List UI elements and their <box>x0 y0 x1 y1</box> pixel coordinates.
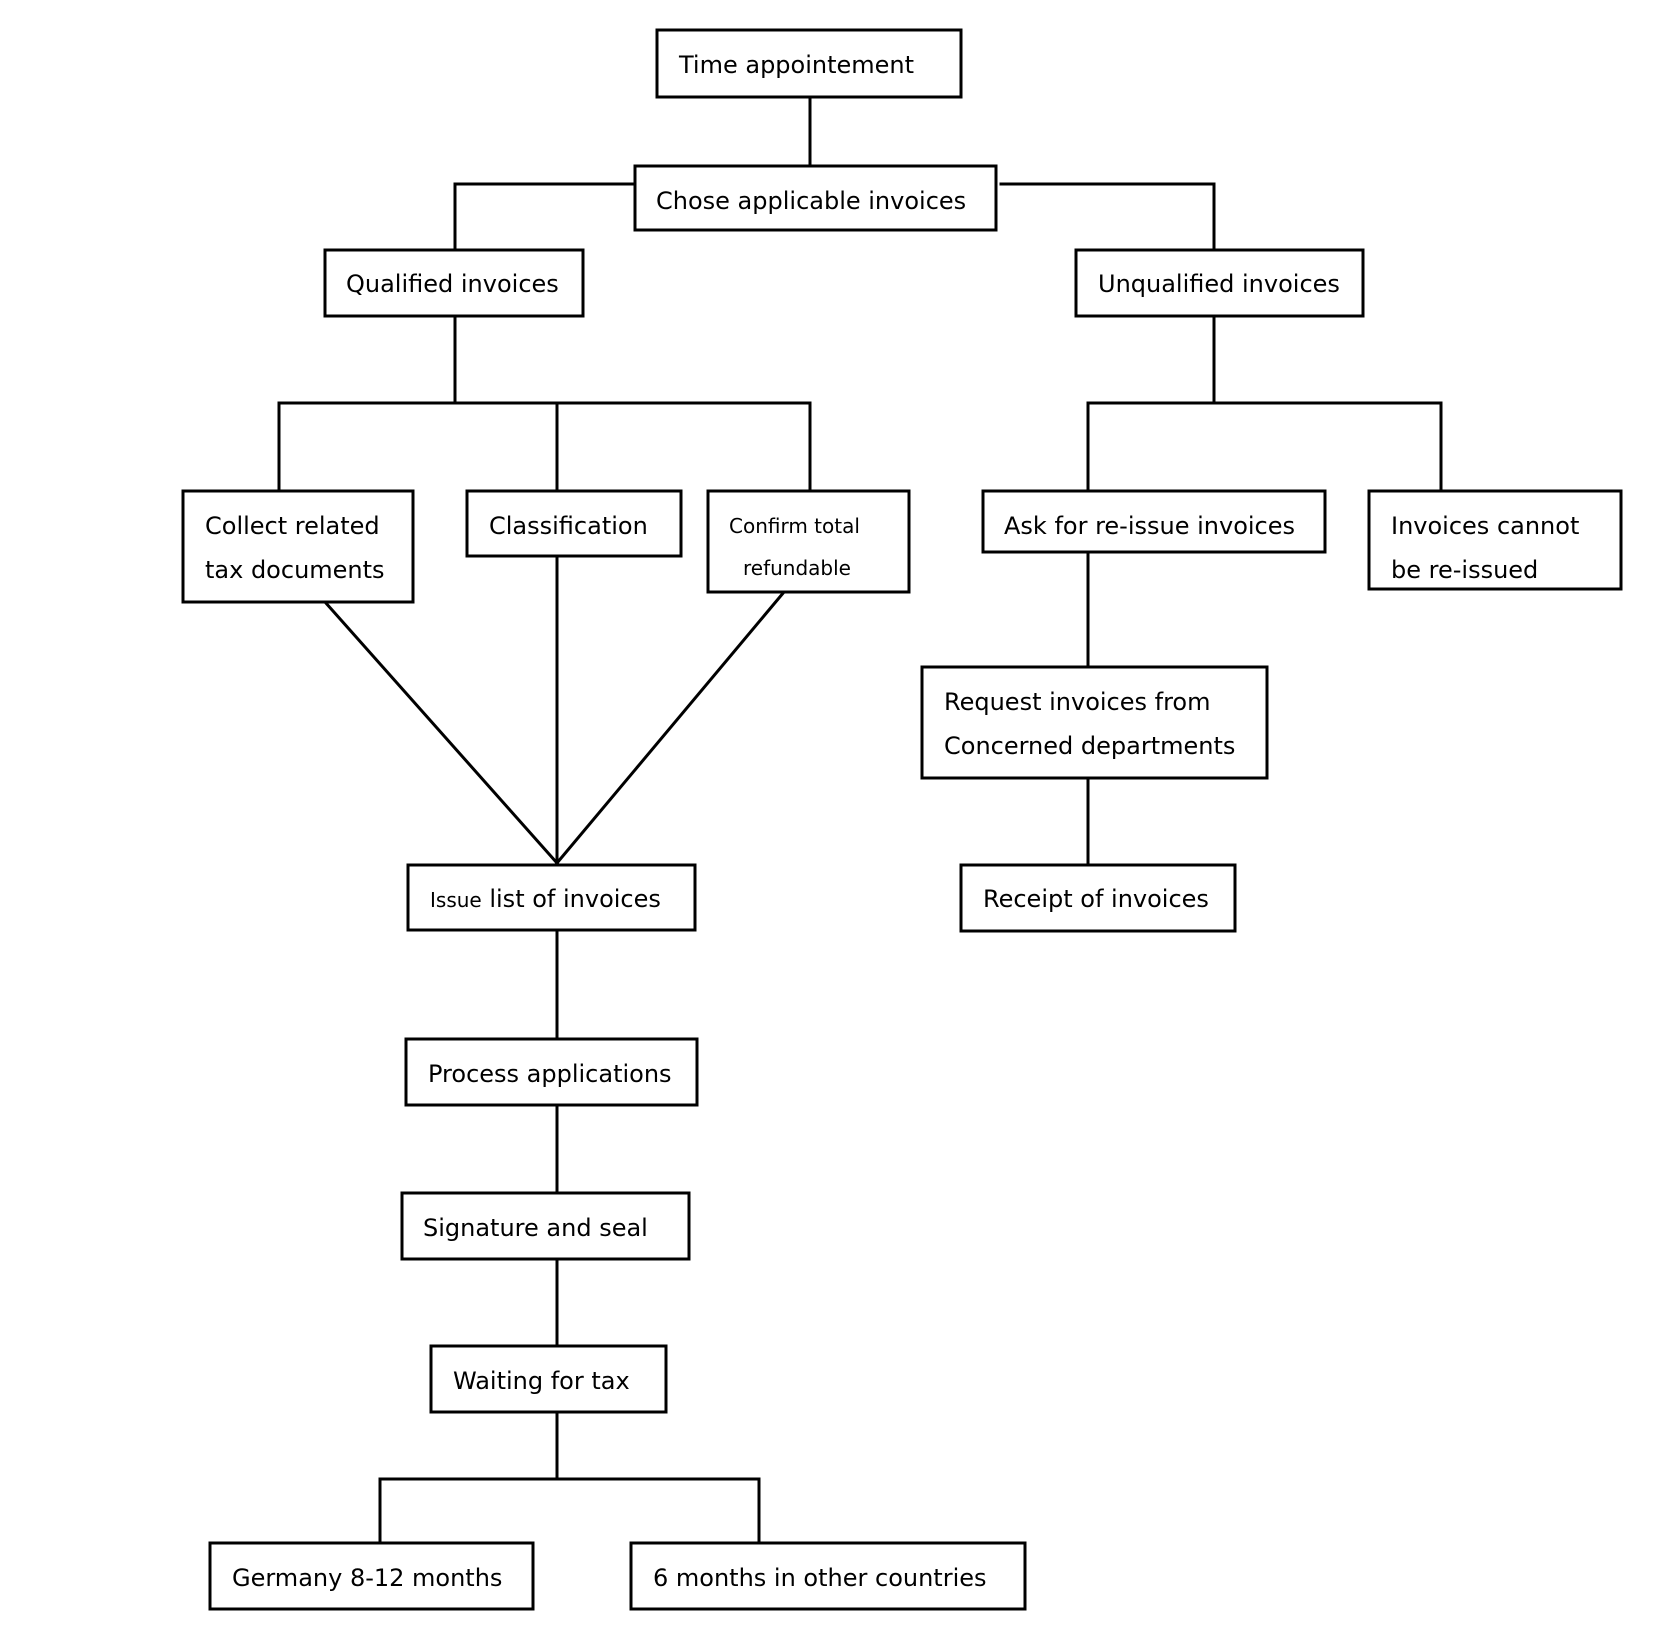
node-signature-and-seal: Signature and seal <box>400 1191 691 1261</box>
node-issue-list-rest: list of invoices <box>482 885 661 913</box>
connector-chose-to-qualified <box>453 182 637 252</box>
node-classification: Classification <box>465 489 683 558</box>
node-collect-related-tax-documents: Collect related tax documents <box>181 489 415 604</box>
node-chose-applicable-invoices-label: Chose applicable invoices <box>656 187 966 215</box>
node-confirm-total-line-1: Confirm total <box>729 514 860 538</box>
node-6-months-other-countries: 6 months in other countries <box>629 1541 1027 1611</box>
node-germany-label: Germany 8-12 months <box>232 1564 502 1592</box>
node-ask-for-reissue-invoices: Ask for re-issue invoices <box>981 489 1327 554</box>
node-qualified-invoices: Qualified invoices <box>323 248 585 318</box>
node-waiting-for-tax-label: Waiting for tax <box>453 1367 630 1395</box>
node-issue-list-prefix: Issue <box>430 888 482 912</box>
node-time-appointment: Time appointement <box>655 28 963 99</box>
node-cannot-reissue-line-1: Invoices cannot <box>1391 512 1579 540</box>
node-time-appointment-label: Time appointement <box>678 51 914 79</box>
node-unqualified-invoices: Unqualified invoices <box>1074 248 1365 318</box>
node-confirm-total-refundable: Confirm total refundable <box>706 489 911 594</box>
node-confirm-total-line-2: refundable <box>743 556 851 580</box>
node-receipt-of-invoices-label: Receipt of invoices <box>983 885 1209 913</box>
node-qualified-invoices-label: Qualified invoices <box>346 270 559 298</box>
connector-confirm-to-issue <box>554 589 787 866</box>
node-germany-8-12-months: Germany 8-12 months <box>208 1541 535 1611</box>
node-chose-applicable-invoices: Chose applicable invoices <box>633 164 998 232</box>
node-other-countries-label: 6 months in other countries <box>653 1564 987 1592</box>
node-request-invoices: Request invoices from Concerned departme… <box>920 665 1269 780</box>
node-invoices-cannot-be-reissued: Invoices cannot be re-issued <box>1367 489 1623 591</box>
connector-collect-to-issue <box>322 599 560 866</box>
node-classification-label: Classification <box>489 512 648 540</box>
node-waiting-for-tax: Waiting for tax <box>429 1344 668 1414</box>
node-ask-for-reissue-label: Ask for re-issue invoices <box>1004 512 1295 540</box>
connector-chose-to-unqualified <box>999 182 1216 252</box>
node-unqualified-invoices-label: Unqualified invoices <box>1098 270 1340 298</box>
node-receipt-of-invoices: Receipt of invoices <box>959 863 1237 933</box>
node-collect-related-line-2: tax documents <box>205 556 385 584</box>
node-request-invoices-line-2: Concerned departments <box>944 732 1235 760</box>
node-collect-related-line-1: Collect related <box>205 512 380 540</box>
node-process-applications: Process applications <box>404 1037 699 1107</box>
node-process-applications-label: Process applications <box>428 1060 672 1088</box>
node-issue-list-of-invoices: Issue list of invoices <box>406 863 697 932</box>
node-request-invoices-line-1: Request invoices from <box>944 688 1211 716</box>
node-signature-and-seal-label: Signature and seal <box>423 1214 648 1242</box>
node-cannot-reissue-line-2: be re-issued <box>1391 556 1538 584</box>
node-issue-list-label: Issue list of invoices <box>430 885 661 913</box>
connectors <box>277 95 1443 1545</box>
